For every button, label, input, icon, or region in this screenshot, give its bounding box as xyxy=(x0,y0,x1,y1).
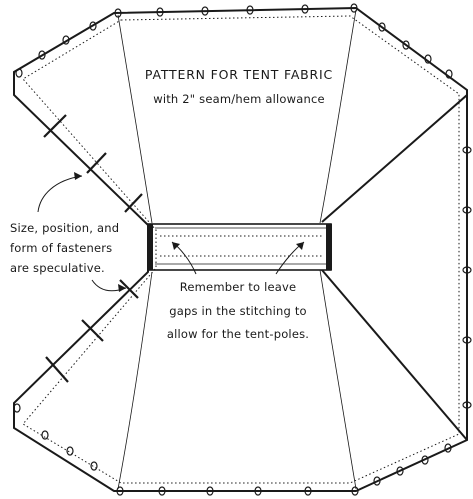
top-grommets xyxy=(114,3,358,18)
grommet xyxy=(246,5,254,15)
grommet xyxy=(90,461,98,471)
gap-note-line-2: gaps in the stitching to xyxy=(169,304,307,318)
left-upper-fasteners xyxy=(43,114,143,213)
grommet xyxy=(158,486,166,496)
bottom-right-grommets xyxy=(373,443,452,486)
pattern-title: PATTERN FOR TENT FABRIC xyxy=(145,67,333,82)
gap-note-line-3: allow for the tent-poles. xyxy=(167,327,309,341)
grommet xyxy=(41,430,49,440)
right-lower-edge xyxy=(321,269,468,441)
sleeve-left-end xyxy=(147,224,153,270)
sleeve-right-end xyxy=(326,224,332,270)
top-right-grommets xyxy=(378,22,453,79)
grommet xyxy=(66,446,74,456)
grommet xyxy=(462,401,472,409)
toggle-fastener xyxy=(81,319,104,342)
fastener-note-arrow-up xyxy=(37,175,83,213)
grommet xyxy=(396,466,404,476)
toggle-fastener xyxy=(45,356,69,383)
grommet xyxy=(462,206,472,214)
grommet xyxy=(378,22,386,32)
grommet xyxy=(421,455,429,465)
grommet xyxy=(304,486,312,496)
toggle-fastener xyxy=(43,114,67,138)
grommet xyxy=(462,266,472,274)
bottom-left-grommets xyxy=(13,403,98,471)
arrowhead xyxy=(296,242,304,250)
grommet xyxy=(116,486,124,496)
grommet xyxy=(351,486,359,496)
panel-fold-line-top-right xyxy=(319,9,357,224)
fastener-note-line-3: are speculative. xyxy=(10,261,105,275)
grommet xyxy=(424,54,432,64)
toggle-fastener xyxy=(124,193,143,213)
grommet xyxy=(350,3,358,13)
top-left-grommets xyxy=(15,21,97,78)
gap-note-line-1: Remember to leave xyxy=(180,280,297,294)
right-grommets xyxy=(462,146,472,409)
left-lower-fasteners xyxy=(45,279,139,383)
grommet xyxy=(254,486,262,496)
toggle-fastener xyxy=(86,152,107,174)
grommet xyxy=(156,7,164,17)
toggle-fastener xyxy=(119,279,139,299)
arrowhead xyxy=(118,284,126,292)
arrowhead xyxy=(74,172,82,180)
right-upper-edge xyxy=(321,90,468,223)
fastener-note-line-1: Size, position, and xyxy=(10,221,119,235)
grommet xyxy=(373,476,381,486)
grommet xyxy=(445,69,453,79)
grommet xyxy=(13,403,21,413)
grommet xyxy=(201,6,209,16)
arrowhead xyxy=(172,242,180,250)
bottom-grommets xyxy=(116,486,359,496)
grommet xyxy=(462,146,472,154)
grommet xyxy=(206,486,214,496)
grommet xyxy=(301,4,309,14)
seam-allowance-line xyxy=(22,15,460,484)
pattern-subtitle: with 2" seam/hem allowance xyxy=(153,92,325,106)
grommet xyxy=(444,443,452,453)
fastener-note-line-2: form of fasteners xyxy=(10,241,112,255)
grommet xyxy=(38,50,46,60)
grommet xyxy=(114,8,122,18)
grommet xyxy=(89,21,97,31)
grommet xyxy=(402,40,410,50)
panel-fold-line-bottom-right xyxy=(319,269,357,490)
panel-fold-line-top-left xyxy=(117,14,153,224)
grommet xyxy=(62,35,70,45)
panel-fold-line-bottom-left xyxy=(117,271,153,490)
grommet xyxy=(462,336,472,344)
grommet xyxy=(15,68,23,78)
